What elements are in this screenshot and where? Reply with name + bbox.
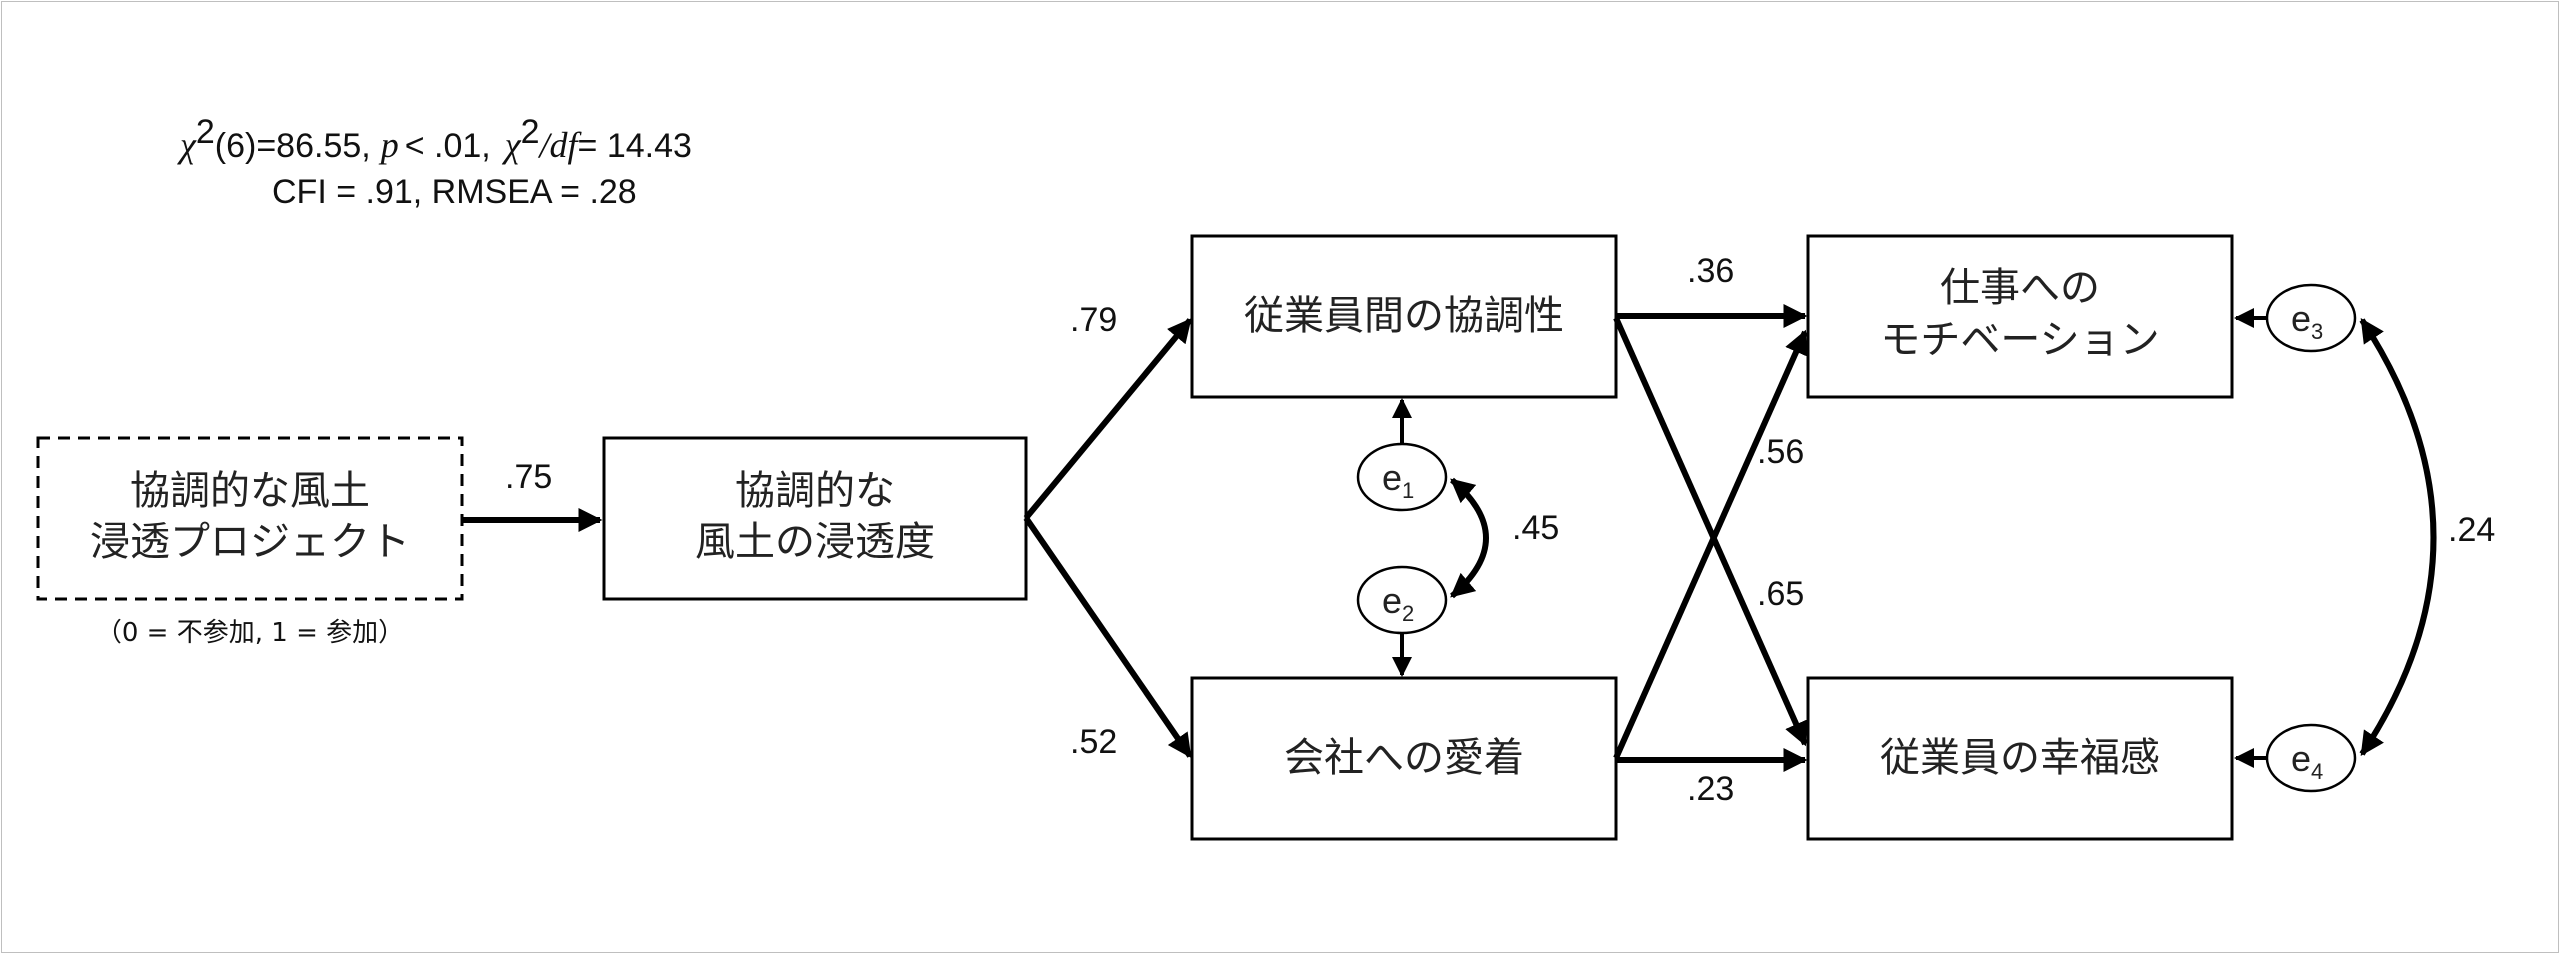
svg-text:e4: e4	[2291, 738, 2323, 784]
arrow-attachment-to-motivation	[1613, 329, 1808, 760]
svg-text:e1: e1	[1382, 457, 1414, 503]
arrow-cooperation-to-wellbeing	[1613, 316, 1808, 747]
fit-line-1: χ2(6)=86.55,p< .01,χ2/df= 14.43	[177, 113, 692, 165]
error-e4: e4	[2265, 723, 2357, 793]
coef-attachment-to-motivation: .56	[1757, 433, 1804, 471]
error-e2: e2	[1356, 565, 1448, 635]
coef-project-to-penetration: .75	[505, 458, 552, 496]
node-motivation-line1: 仕事への	[1940, 265, 2100, 311]
node-cooperation: 従業員間の協調性	[1190, 234, 1618, 399]
svg-text:e2: e2	[1382, 580, 1414, 626]
coef-attachment-to-wellbeing: .23	[1687, 770, 1734, 808]
node-cooperation-label: 従業員間の協調性	[1244, 293, 1564, 339]
node-motivation-line2: モチベーション	[1880, 317, 2159, 363]
coef-cooperation-to-wellbeing: .65	[1757, 575, 1804, 613]
coef-penetration-to-cooperation: .79	[1070, 301, 1117, 339]
node-penetration-line1: 協調的な	[735, 468, 895, 514]
covariance-arrows	[1450, 317, 2437, 757]
node-wellbeing: 従業員の幸福感	[1806, 676, 2234, 841]
coef-cooperation-to-motivation: .36	[1687, 252, 1734, 290]
fit-statistics: χ2(6)=86.55,p< .01,χ2/df= 14.43 CFI = .9…	[177, 113, 692, 211]
coef-e1-e2-cov: .45	[1512, 509, 1559, 547]
node-penetration-line2: 風土の浸透度	[695, 519, 935, 565]
node-project-note: （0 = 不参加, 1 = 参加）	[96, 618, 404, 648]
node-project-line2: 浸透プロジェクト	[90, 519, 410, 565]
arrow-penetration-to-cooperation	[1023, 318, 1193, 520]
coefficients: .75 .79 .52 .36 .56 .65 .23 .45 .24	[505, 252, 2495, 808]
node-motivation: 仕事への モチベーション	[1806, 234, 2234, 399]
coef-e3-e4-cov: .24	[2448, 511, 2495, 549]
node-attachment-label: 会社への愛着	[1284, 735, 1524, 781]
cov-e3-e4	[2359, 317, 2437, 757]
error-e1: e1	[1356, 442, 1448, 512]
fit-line-2: CFI = .91, RMSEA = .28	[272, 173, 637, 211]
node-wellbeing-label: 従業員の幸福感	[1880, 735, 2160, 781]
cov-e1-e2	[1450, 477, 1489, 599]
path-arrows	[462, 304, 1808, 772]
node-project: 協調的な風土 浸透プロジェクト	[36, 436, 464, 601]
node-project-line1: 協調的な風土	[130, 468, 370, 514]
node-penetration: 協調的な 風土の浸透度	[602, 436, 1028, 601]
arrow-penetration-to-attachment	[1023, 516, 1193, 758]
svg-text:e3: e3	[2291, 298, 2323, 344]
error-arrows	[1392, 308, 2267, 768]
node-attachment: 会社への愛着	[1190, 676, 1618, 841]
coef-penetration-to-attachment: .52	[1070, 723, 1117, 761]
error-e3: e3	[2265, 283, 2357, 353]
